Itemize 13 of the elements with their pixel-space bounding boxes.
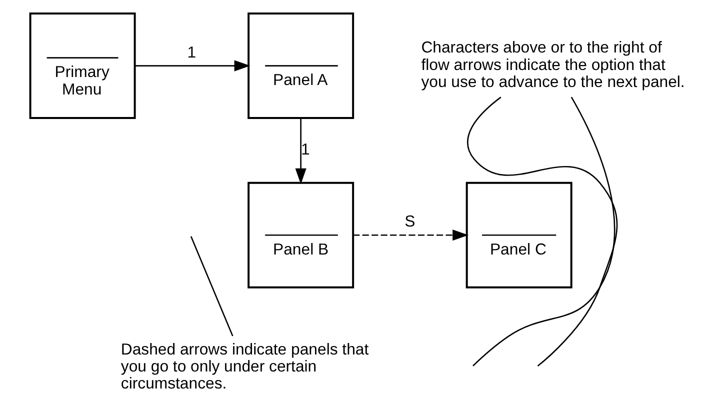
edge-label: 1 xyxy=(186,44,196,62)
edge-label: S xyxy=(404,214,415,231)
node-box: Panel A xyxy=(247,12,354,120)
edge-label: 1 xyxy=(300,142,310,159)
node-box: Panel C xyxy=(465,182,572,288)
arrow xyxy=(294,118,306,184)
arrow xyxy=(352,230,468,241)
node-text: Dashed arrows indicate panels that you go to only under certain circumstances. xyxy=(120,341,368,393)
node-box: Panel B xyxy=(247,182,354,288)
arrow xyxy=(134,60,250,72)
node-text: Characters above or to the right of flow arrows indicate the option that you use to advance to the next panel. xyxy=(420,40,684,92)
node-box: Primary Menu xyxy=(28,12,136,120)
connector xyxy=(190,236,233,336)
